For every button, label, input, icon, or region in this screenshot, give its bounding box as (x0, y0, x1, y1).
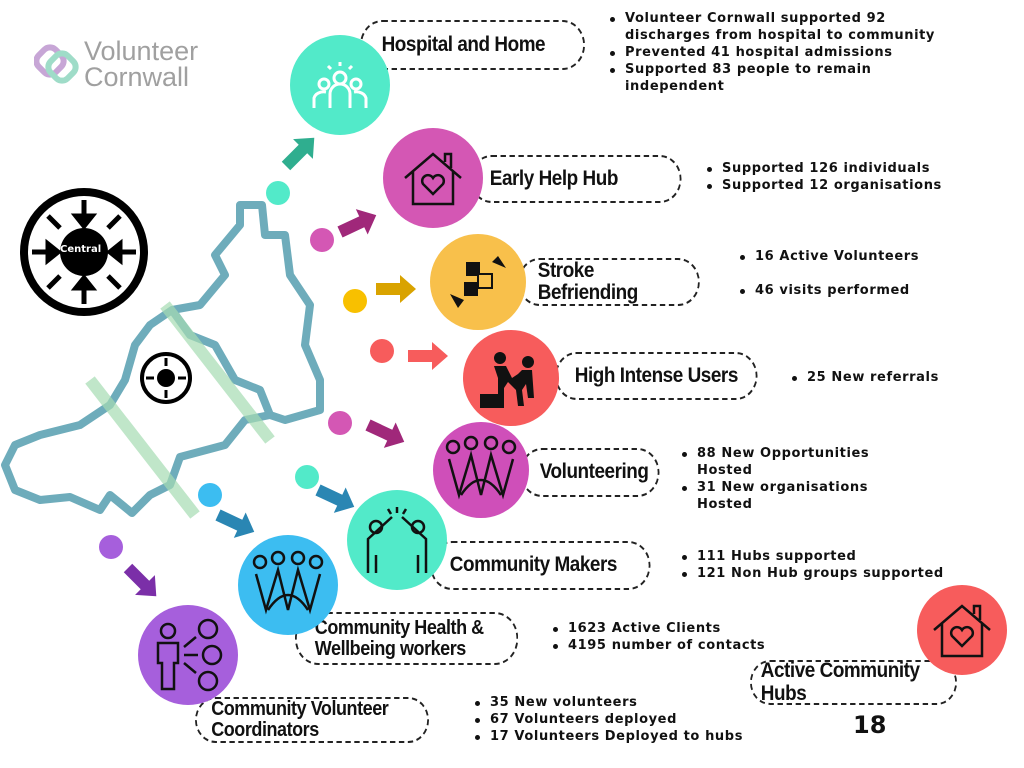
service-title: Active Community Hubs (760, 659, 920, 705)
logo-line-2: Cornwall (84, 62, 190, 92)
active-community-hubs-circle (917, 585, 1007, 675)
stat-item: 121 Non Hub groups supported (679, 565, 944, 582)
connector-dot (99, 535, 123, 559)
group-celebrate-icon (252, 550, 324, 615)
arrow-icon (408, 342, 448, 370)
pill-community-makers: Community Makers (430, 541, 651, 590)
arrow-icon (276, 127, 325, 176)
connector-dot (343, 289, 367, 313)
connector-dot (310, 228, 334, 252)
stat-item: Prevented 41 hospital admissions (607, 44, 937, 61)
stat-item: 16 Active Volunteers (737, 248, 919, 265)
logo: Volunteer Cornwall (34, 36, 199, 92)
group-celebrate-icon (445, 435, 517, 500)
community-makers-circle (347, 490, 447, 590)
hospital-and-home-circle (290, 35, 390, 135)
service-title: High Intense Users (574, 363, 739, 387)
stat-item: 17 Volunteers Deployed to hubs (472, 728, 743, 745)
stat-item: 111 Hubs supported (679, 548, 944, 565)
stat-item: Supported 12 organisations (704, 177, 942, 194)
community-health-stats: 1623 Active Clients 4195 number of conta… (550, 620, 765, 654)
stat-item: 31 New organisations Hosted (679, 479, 879, 513)
early-help-hub-circle (383, 128, 483, 228)
arrow-icon (312, 477, 361, 520)
service-title: Community Makers (449, 553, 618, 577)
hospital-and-home-stats: Volunteer Cornwall supported 92 discharg… (607, 10, 937, 95)
early-help-hub-stats: Supported 126 individuals Supported 12 o… (704, 160, 942, 194)
arrow-icon (118, 558, 167, 607)
active-community-hubs-count: 18 (853, 711, 887, 739)
service-title: Community Volunteer Coordinators (211, 698, 389, 741)
service-title: Stroke Befriending (537, 258, 639, 304)
central-label: Central (60, 244, 102, 255)
person-services-icon (156, 618, 223, 692)
arrow-icon (212, 502, 261, 545)
pill-community-volunteer-coordinators: Community Volunteer Coordinators (195, 697, 429, 743)
service-title: Community Health & Wellbeing workers (314, 616, 484, 660)
community-volunteer-coordinators-stats: 35 New volunteers 67 Volunteers deployed… (472, 694, 743, 745)
stat-item: 4195 number of contacts (550, 637, 765, 654)
pill-high-intense-users: High Intense Users (555, 352, 758, 400)
pill-volunteering: Volunteering (520, 448, 660, 497)
connector-dot (198, 483, 222, 507)
high-five-icon (366, 507, 428, 573)
stat-item: Volunteer Cornwall supported 92 discharg… (607, 10, 937, 44)
puzzle-hands-icon (450, 256, 506, 308)
service-title: Early Help Hub (489, 166, 619, 190)
stat-item: Supported 126 individuals (704, 160, 942, 177)
stroke-befriending-stats: 16 Active Volunteers 46 visits performed (737, 248, 919, 299)
volunteering-circle (433, 422, 529, 518)
community-health-circle (238, 535, 338, 635)
pill-early-help-hub: Early Help Hub (470, 155, 682, 203)
connector-dot (370, 339, 394, 363)
community-makers-stats: 111 Hubs supported 121 Non Hub groups su… (679, 548, 944, 582)
pill-community-health: Community Health & Wellbeing workers (295, 612, 519, 665)
helping-climb-icon (480, 352, 534, 408)
high-intense-users-stats: 25 New referrals (789, 369, 939, 386)
mini-hub-icon (140, 352, 192, 404)
arrow-icon (376, 275, 416, 303)
stat-item: 46 visits performed (737, 282, 919, 299)
logo-mark-icon (34, 44, 79, 84)
stat-item: 35 New volunteers (472, 694, 743, 711)
service-title: Hospital and Home (381, 32, 546, 56)
house-heart-icon (404, 152, 462, 206)
high-intense-users-circle (463, 330, 559, 426)
service-title: Volunteering (539, 460, 649, 484)
central-hub-icon (20, 188, 148, 316)
stat-item: Supported 83 people to remain independen… (607, 61, 877, 95)
volunteering-stats: 88 New Opportunities Hosted 31 New organ… (679, 445, 879, 513)
pill-stroke-befriending: Stroke Befriending (518, 258, 700, 306)
logo-line-1: Volunteer (84, 36, 199, 66)
cornwall-map (1, 201, 324, 519)
stat-item: 25 New referrals (789, 369, 939, 386)
connector-dot (266, 181, 290, 205)
pill-active-community-hubs: Active Community Hubs (750, 660, 957, 705)
arrow-icon (362, 412, 411, 455)
connector-dot (328, 411, 352, 435)
community-volunteer-coordinators-circle (138, 605, 238, 705)
stat-item: 88 New Opportunities Hosted (679, 445, 879, 479)
arrow-icon (334, 202, 383, 245)
people-group-icon (312, 62, 368, 108)
house-heart-icon (933, 604, 991, 658)
stat-item: 1623 Active Clients (550, 620, 765, 637)
connector-dot (295, 465, 319, 489)
stat-item: 67 Volunteers deployed (472, 711, 743, 728)
pill-hospital-and-home: Hospital and Home (360, 20, 585, 70)
stroke-befriending-circle (430, 234, 526, 330)
